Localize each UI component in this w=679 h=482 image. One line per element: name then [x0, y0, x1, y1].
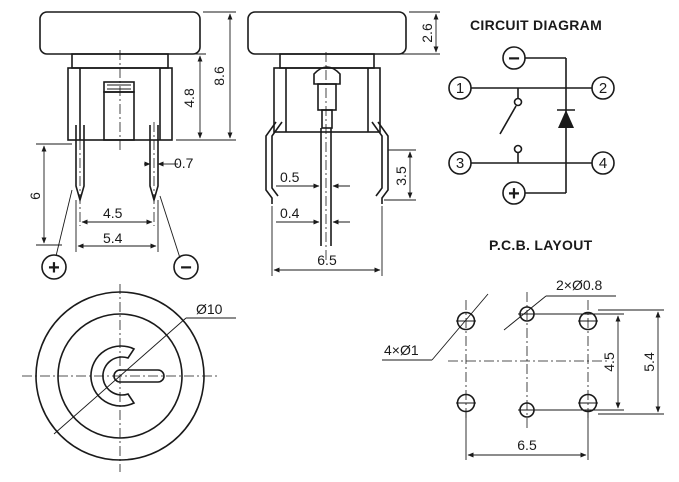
side-height-body: 4.8: [181, 88, 197, 108]
side-lead-length: 6: [27, 192, 43, 200]
pcb-pitch-inner: 4.5: [601, 352, 617, 372]
front-lead-width-top: 0.5: [280, 169, 300, 185]
plus-terminal-label: +: [48, 257, 60, 279]
circuit-plus: +: [508, 183, 520, 205]
circuit-pin-2: 2: [599, 80, 607, 97]
pcb-small-holes: 2×Ø0.8: [556, 277, 603, 293]
front-view: [247, 11, 440, 276]
circuit-diagram: [448, 46, 615, 205]
side-lead-spacing-outer: 5.4: [103, 230, 123, 246]
pcb-heading: P.C.B. LAYOUT: [489, 237, 593, 253]
side-height-total: 8.6: [211, 66, 227, 86]
front-lead-spacing: 6.5: [317, 252, 337, 268]
circuit-pin-1: 1: [456, 80, 464, 97]
side-view: [36, 11, 236, 280]
circuit-heading: CIRCUIT DIAGRAM: [470, 17, 602, 33]
top-diameter: Ø10: [196, 301, 223, 317]
pcb-large-holes: 4×Ø1: [384, 342, 419, 358]
front-lead-width-bottom: 0.4: [280, 205, 300, 221]
minus-terminal-label: −: [180, 257, 192, 279]
pcb-layout: [382, 292, 664, 460]
circuit-minus: −: [508, 48, 520, 70]
circuit-pin-3: 3: [456, 155, 464, 172]
pcb-pitch-outer: 5.4: [641, 352, 657, 372]
front-cap-height: 2.6: [419, 23, 435, 43]
circuit-pin-4: 4: [599, 155, 607, 172]
top-view: [22, 284, 236, 472]
side-lead-spacing-inner: 4.5: [103, 205, 123, 221]
front-lead-height: 3.5: [393, 166, 409, 186]
side-lead-thickness: 0.7: [174, 155, 194, 171]
pcb-width: 6.5: [517, 437, 537, 453]
